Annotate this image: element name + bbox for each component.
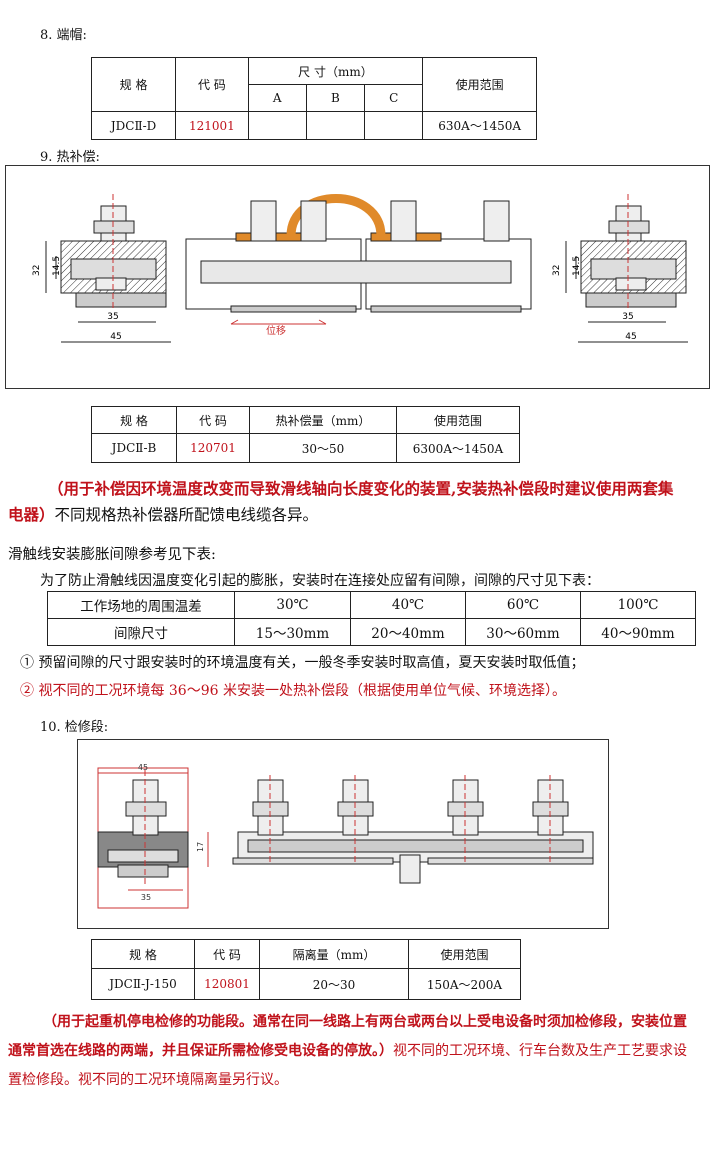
header-range: 使用范围: [408, 938, 521, 970]
temp-40: 40℃: [350, 591, 466, 619]
gap-row1-label: 工作场地的周围温差: [47, 591, 235, 619]
cell-range: 630A～1450A: [422, 111, 537, 140]
cell-code: 120801: [194, 968, 260, 1000]
maintenance-note-red: （用于起重机停电检修的功能段。通常在同一线路上有两台或两台以上受电设备时须加检修…: [8, 1014, 687, 1059]
section-10-title: 10. 检修段:: [40, 720, 109, 735]
section-8-title: 8. 端帽:: [40, 28, 87, 43]
cell-range: 6300A～1450A: [396, 433, 520, 463]
header-c: C: [364, 84, 424, 112]
header-spec: 规 格: [90, 57, 177, 112]
cell-spec: JDCⅡ-D: [90, 111, 177, 140]
cell-spec: JDCⅡ-J-150: [91, 968, 195, 1000]
maintenance-side-view: [232, 775, 594, 884]
header-a: A: [247, 84, 307, 112]
gap-row2-label: 间隙尺寸: [47, 618, 235, 646]
gap-table: 工作场地的周围温差 30℃ 40℃ 60℃ 100℃ 间隙尺寸 15～30mm …: [47, 591, 696, 646]
right-cross-section: [565, 194, 688, 343]
dim-35-right: 35: [622, 312, 633, 322]
header-dist: 隔离量（mm）: [259, 938, 409, 970]
gap-30: 15～30mm: [234, 618, 351, 646]
maintenance-note-black: 视不同的工况环境、行车台数及生产工艺要求设置检修段。视不同的工况环境隔离量另行议…: [8, 1043, 687, 1088]
temp-100: 100℃: [580, 591, 696, 619]
cell-a: [247, 111, 307, 140]
thermal-compensator-svg: 35 45 32 14.5 位移: [32, 194, 688, 343]
cell-dist: 20～30: [259, 968, 409, 1000]
dim-32-right: 32: [552, 265, 562, 276]
dim-145-left: 14.5: [52, 256, 62, 276]
header-b: B: [305, 84, 366, 112]
header-code: 代 码: [194, 938, 260, 970]
cell-comp: 30～50: [249, 433, 397, 463]
middle-side-view: [185, 194, 532, 325]
thermal-note-red: （用于补偿因环境温度改变而导致滑线轴向长度变化的装置,安装热补偿段时建议使用两套…: [8, 479, 674, 524]
gap-60: 30～60mm: [465, 618, 581, 646]
dim-17: 17: [196, 842, 205, 852]
cell-c: [364, 111, 424, 140]
gap-100: 40～90mm: [580, 618, 696, 646]
gap-note-1: ① 预留间隙的尺寸跟安装时的环境温度有关，一般冬季安装时取高值，夏天安装时取低值…: [20, 655, 585, 671]
cell-b: [305, 111, 366, 140]
thermal-note-black: 不同规格热补偿器所配馈电线缆各异。: [54, 506, 319, 524]
dim-45: 45: [138, 763, 148, 772]
temp-30: 30℃: [234, 591, 351, 619]
gap-title: 滑触线安装膨胀间隙参考见下表:: [8, 547, 216, 563]
header-comp: 热补偿量（mm）: [249, 405, 397, 435]
dim-35: 35: [141, 893, 151, 902]
header-code: 代 码: [176, 405, 250, 435]
thermal-note: （用于补偿因环境温度改变而导致滑线轴向长度变化的装置,安装热补偿段时建议使用两套…: [8, 476, 688, 528]
gap-note-2: ② 视不同的工况环境每 36～96 米安装一处热补偿段（根据使用单位气候、环境选…: [20, 683, 566, 699]
cell-code: 120701: [176, 433, 250, 463]
header-size: 尺 寸（mm）: [247, 57, 424, 85]
thermal-compensator-drawing: 35 45 32 14.5 位移: [5, 165, 710, 389]
thermal-table: 规 格 代 码 热补偿量（mm） 使用范围 JDCⅡ-B 120701 30～5…: [91, 405, 520, 463]
maintenance-cross-section: [97, 767, 209, 909]
maintenance-note: （用于起重机停电检修的功能段。通常在同一线路上有两台或两台以上受电设备时须加检修…: [8, 1008, 688, 1095]
temp-60: 60℃: [465, 591, 581, 619]
gap-40: 20～40mm: [350, 618, 466, 646]
section-9-title: 9. 热补偿:: [40, 150, 100, 165]
maintenance-section-drawing: 45 17 35: [77, 739, 609, 929]
dim-32-left: 32: [32, 265, 42, 276]
left-cross-section: [45, 194, 171, 343]
header-spec: 规 格: [91, 405, 177, 435]
dim-145-right: 14.5: [572, 256, 582, 276]
dim-45-right: 45: [625, 332, 636, 342]
dim-35-left: 35: [107, 312, 118, 322]
cell-spec: JDCⅡ-B: [91, 433, 177, 463]
header-code: 代 码: [175, 57, 249, 112]
header-spec: 规 格: [91, 938, 195, 970]
maintenance-table: 规 格 代 码 隔离量（mm） 使用范围 JDCⅡ-J-150 120801 2…: [91, 938, 521, 1000]
gap-intro: 为了防止滑触线因温度变化引起的膨胀，安装时在连接处应留有间隙，间隙的尺寸见下表：: [40, 573, 600, 589]
header-range: 使用范围: [396, 405, 520, 435]
shift-label: 位移: [266, 324, 286, 337]
dim-45-left: 45: [110, 332, 121, 342]
cell-range: 150A～200A: [408, 968, 521, 1000]
cell-code: 121001: [175, 111, 249, 140]
header-range: 使用范围: [422, 57, 537, 112]
end-cap-table: 规 格 代 码 尺 寸（mm） 使用范围 A B C JDCⅡ-D 121001…: [90, 57, 537, 140]
maintenance-svg: 45 17 35: [97, 763, 594, 909]
